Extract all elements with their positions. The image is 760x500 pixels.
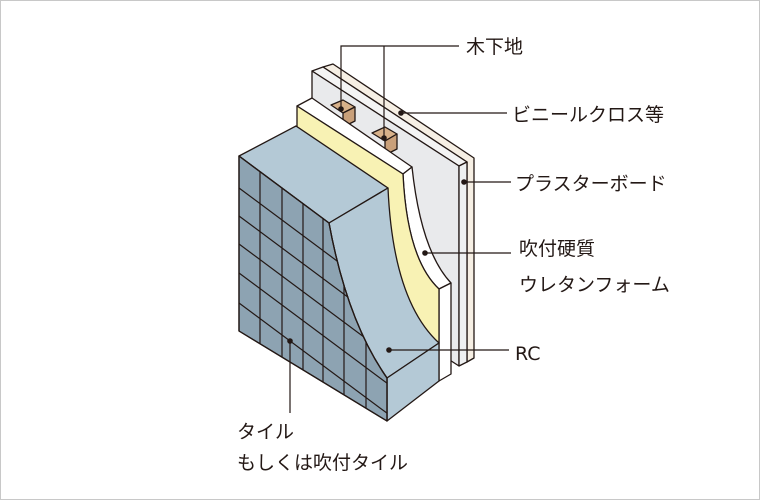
wood-dot [338,106,344,112]
rc-dot [386,347,392,353]
tile-dot [287,338,293,344]
rc-block [238,125,440,422]
label-plasterboard: プラスターボード [515,173,667,195]
label-urethane-1: 吹付硬質 [519,238,595,260]
tile-grid-hline [239,272,387,395]
label-tile-1: タイル [237,421,294,443]
wood-dot [381,135,387,141]
label-tile-2: もしくは吹付タイル [237,452,408,474]
tile-grid-hline [239,302,387,421]
urethane-dot [422,250,428,256]
board-edge [458,161,468,367]
foam-white-bottom [438,282,452,382]
label-rc: RC [515,343,541,365]
label-vinyl-cloth: ビニールクロス等 [512,104,664,126]
label-urethane-2: ウレタンフォーム [519,274,670,296]
leader-lines [287,45,511,413]
cloth-dot [398,110,404,116]
label-wood-base: 木下地 [466,36,523,58]
board-dot [461,179,467,185]
